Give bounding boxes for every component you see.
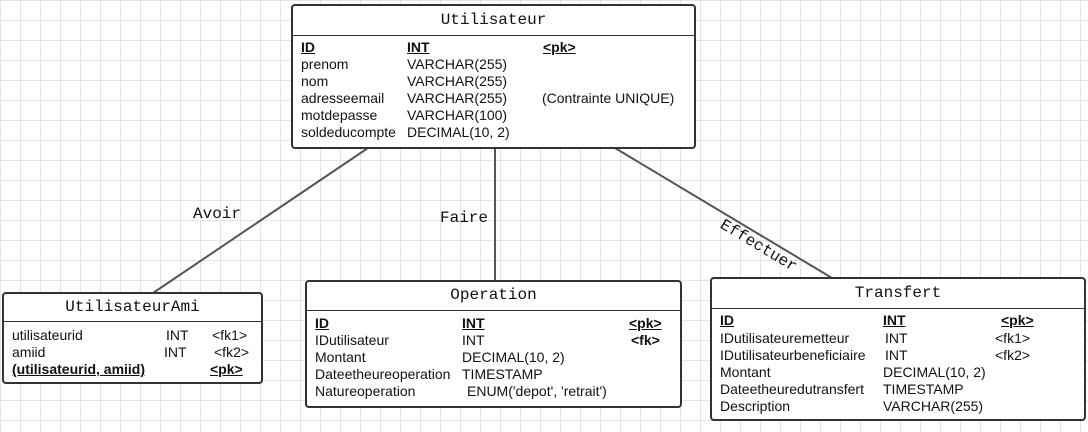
attribute-key: <pk> (1001, 312, 1034, 328)
attribute-key: <pk> (543, 39, 576, 55)
attribute-type: VARCHAR(255) (883, 398, 984, 414)
attribute-type: DECIMAL(10, 2) (407, 124, 510, 140)
attribute-key: <fk2> (995, 347, 1031, 363)
attribute-type: INT (407, 39, 430, 55)
attribute-name: IDutilisateuremetteur (720, 330, 850, 346)
entity-title-utilisateur: Utilisateur (293, 6, 694, 36)
relationship-label-avoir: Avoir (193, 205, 242, 223)
attribute-name: IDutilisateurbeneficiaire (720, 347, 866, 363)
attribute-name: Montant (720, 364, 771, 380)
attribute-name: Dateetheureoperation (315, 366, 451, 382)
attribute-name: soldeducompte (301, 124, 396, 140)
attribute-name: IDutilisateur (315, 332, 389, 348)
relationship-label-faire: Faire (440, 209, 489, 227)
attribute-name: Natureoperation (315, 383, 416, 399)
link-utilisateur-transfert[interactable] (614, 147, 833, 279)
entity-title-transfert: Transfert (712, 279, 1084, 309)
attribute-type: INT (462, 315, 485, 331)
attribute-type: INT (885, 347, 908, 363)
attribute-name: nom (301, 73, 329, 89)
attribute-name: Montant (315, 349, 366, 365)
attribute-name: ID (315, 315, 329, 331)
attribute-name: ID (720, 312, 734, 328)
entity-utilisateur[interactable]: Utilisateur ID INT <pk> prenom VARCHAR(2… (291, 4, 696, 149)
attribute-type: INT (883, 312, 906, 328)
attribute-type: TIMESTAMP (462, 366, 543, 382)
attribute-name: amiid (12, 344, 46, 360)
attribute-key: <fk1> (212, 327, 248, 343)
attribute-key: <fk2> (214, 344, 250, 360)
attribute-type: VARCHAR(100) (407, 107, 508, 123)
attribute-name: utilisateurid (12, 327, 83, 343)
entity-utilisateurami[interactable]: UtilisateurAmi utilisateurid INT <fk1> a… (2, 292, 263, 384)
entity-operation[interactable]: Operation ID INT <pk> IDutilisateur INT … (305, 280, 682, 408)
entity-transfert[interactable]: Transfert ID INT <pk> IDutilisateuremett… (710, 277, 1086, 421)
attribute-name: motdepasse (301, 107, 378, 123)
attribute-name: Description (720, 398, 791, 414)
attribute-name: ID (301, 39, 315, 55)
attribute-type: DECIMAL(10, 2) (883, 364, 986, 380)
attribute-type: INT (164, 344, 187, 360)
attribute-type: DECIMAL(10, 2) (462, 349, 565, 365)
entity-title-operation: Operation (307, 282, 680, 311)
attribute-key: <pk> (210, 361, 243, 377)
attribute-type: INT (885, 330, 908, 346)
attribute-key: (Contrainte UNIQUE) (542, 90, 675, 106)
attribute-key: <fk> (631, 332, 660, 348)
attribute-name: (utilisateurid, amiid) (12, 361, 146, 377)
attribute-name: adresseemail (301, 90, 385, 106)
attribute-type: VARCHAR(255) (407, 56, 508, 72)
entity-title-utilisateurami: UtilisateurAmi (4, 294, 261, 322)
attribute-type: INT (462, 332, 485, 348)
attribute-type: TIMESTAMP (883, 381, 964, 397)
attribute-type: ENUM('depot', 'retrait') (467, 383, 607, 399)
attribute-name: Dateetheuredutransfert (720, 381, 864, 397)
attribute-type: INT (166, 327, 189, 343)
attribute-name: prenom (301, 56, 349, 72)
attribute-key: <fk1> (995, 330, 1031, 346)
attribute-type: VARCHAR(255) (407, 90, 508, 106)
attribute-key: <pk> (629, 315, 662, 331)
attribute-type: VARCHAR(255) (407, 73, 508, 89)
link-utilisateur-utilisateurami[interactable] (152, 147, 369, 294)
